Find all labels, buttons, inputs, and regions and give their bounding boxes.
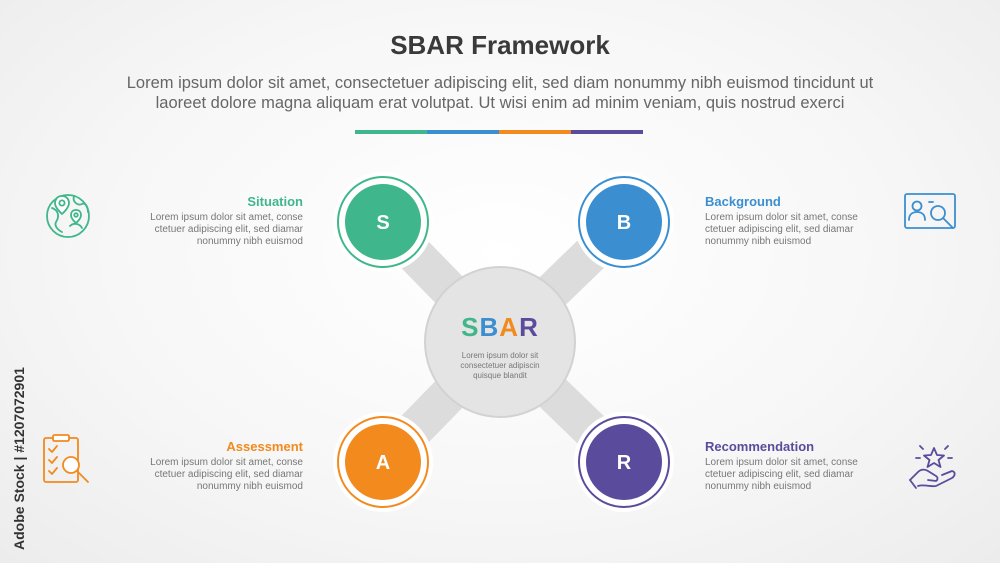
node-situation-ring: [337, 176, 429, 268]
hub-title: SBAR: [425, 312, 575, 343]
profile-search-icon: [902, 188, 958, 244]
node-assessment-ring: [337, 416, 429, 508]
location-globe-icon: [40, 186, 96, 242]
page-subtitle: Lorem ipsum dolor sit amet, consectetuer…: [60, 73, 940, 113]
situation-text-line-1: Lorem ipsum dolor sit amet, conse: [150, 212, 303, 223]
node-recommendation: R: [574, 412, 674, 512]
node-recommendation-ring: [578, 416, 670, 508]
recommendation-heading: Recommendation: [705, 439, 815, 454]
hub-circle: [424, 266, 576, 418]
clipboard-search-icon: [38, 432, 94, 488]
recommendation-text-line-2: ctetuer adipiscing elit, sed diamar: [705, 469, 854, 480]
assessment-block: Assessment Lorem ipsum dolor sit amet, c…: [123, 439, 303, 493]
node-situation: S: [333, 172, 433, 272]
divider-segment-purple: [571, 130, 643, 134]
hub-letter-a: A: [499, 312, 520, 342]
divider-segment-green: [355, 130, 427, 134]
assessment-heading: Assessment: [226, 439, 303, 454]
node-recommendation-fill: [586, 424, 662, 500]
watermark-text: Adobe Stock | #1207072901: [11, 367, 27, 550]
node-background-letter: B: [617, 212, 631, 234]
node-recommendation-letter: R: [617, 452, 632, 474]
node-assessment-fill: [345, 424, 421, 500]
situation-heading: Situation: [247, 194, 303, 209]
hub-description: Lorem ipsum dolor sit consectetuer adipi…: [440, 351, 560, 381]
recommendation-block: Recommendation Lorem ipsum dolor sit ame…: [705, 439, 885, 493]
subtitle-line-2: laoreet dolore magna aliquam erat volutp…: [155, 94, 845, 112]
node-background: B: [574, 172, 674, 272]
adobe-stock-watermark-graphic: Adobe Stock | #1207072901: [11, 367, 27, 550]
page-title: SBAR Framework: [390, 30, 610, 60]
subtitle-line-1: Lorem ipsum dolor sit amet, consectetuer…: [126, 74, 874, 92]
background-text-line-2: ctetuer adipiscing elit, sed diamar: [705, 224, 854, 235]
hub-letter-s: S: [461, 312, 480, 342]
node-situation-fill: [345, 184, 421, 260]
hub-letter-b: B: [479, 312, 500, 342]
recommendation-text-line-1: Lorem ipsum dolor sit amet, conse: [705, 457, 858, 468]
hub-text-line-2: consectetuer adipiscin: [460, 361, 540, 370]
situation-block: Situation Lorem ipsum dolor sit amet, co…: [123, 194, 303, 248]
hub-letter-r: R: [519, 312, 539, 342]
assessment-text-line-3: nonummy nibh euismod: [196, 481, 303, 492]
assessment-text-line-2: ctetuer adipiscing elit, sed diamar: [154, 469, 303, 480]
hub-text-line-3: quisque blandit: [473, 371, 527, 380]
color-divider: [355, 130, 643, 134]
node-situation-letter: S: [376, 212, 389, 234]
node-assessment-letter: A: [376, 452, 390, 474]
node-background-fill: [586, 184, 662, 260]
node-assessment: A: [333, 412, 433, 512]
node-background-ring: [578, 176, 670, 268]
background-text-line-1: Lorem ipsum dolor sit amet, conse: [705, 212, 858, 223]
divider-segment-blue: [427, 130, 499, 134]
divider-segment-orange: [499, 130, 571, 134]
background-text-line-3: nonummy nibh euismod: [705, 236, 812, 247]
hub-text-line-1: Lorem ipsum dolor sit: [461, 351, 539, 360]
hand-star-icon: [906, 438, 962, 494]
background-heading: Background: [705, 194, 781, 209]
recommendation-text-line-3: nonummy nibh euismod: [705, 481, 812, 492]
background-block: Background Lorem ipsum dolor sit amet, c…: [705, 194, 885, 248]
situation-text-line-3: nonummy nibh euismod: [196, 236, 303, 247]
assessment-text-line-1: Lorem ipsum dolor sit amet, conse: [150, 457, 303, 468]
adobe-stock-watermark: Adobe Stock | #1207072901: [9, 322, 29, 552]
situation-text-line-2: ctetuer adipiscing elit, sed diamar: [154, 224, 303, 235]
